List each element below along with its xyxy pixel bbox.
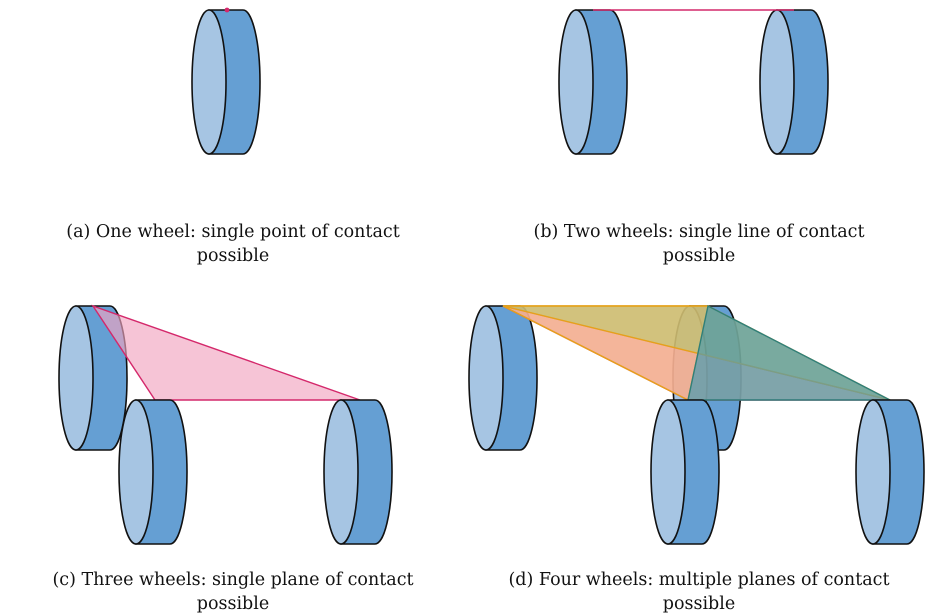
wheel-back-left xyxy=(468,305,538,451)
panel-d-four-wheels xyxy=(468,304,925,545)
caption-a-line2: possible xyxy=(196,246,270,266)
wheel-left xyxy=(558,9,628,155)
contact-point-marker xyxy=(224,7,230,13)
wheel-front-left xyxy=(650,399,720,545)
wheel-front-right xyxy=(855,399,925,545)
contact-plane-4 xyxy=(687,304,891,401)
caption-a: (a) One wheel: single point of contact p… xyxy=(0,220,466,268)
contact-plane xyxy=(91,304,361,401)
caption-d: (d) Four wheels: multiple planes of cont… xyxy=(466,568,932,616)
caption-b-line1: (b) Two wheels: single line of contact xyxy=(533,222,865,242)
panel-a-one-wheel xyxy=(191,7,261,155)
wheel-front-right xyxy=(323,399,393,545)
wheel xyxy=(191,9,261,155)
caption-b: (b) Two wheels: single line of contact p… xyxy=(466,220,932,268)
caption-a-line1: (a) One wheel: single point of contact xyxy=(66,222,400,242)
caption-d-line2: possible xyxy=(662,594,736,614)
caption-c-line2: possible xyxy=(196,594,270,614)
panel-b-two-wheels xyxy=(558,9,829,155)
caption-c-line1: (c) Three wheels: single plane of contac… xyxy=(52,570,414,590)
caption-d-line1: (d) Four wheels: multiple planes of cont… xyxy=(508,570,890,590)
caption-b-line2: possible xyxy=(662,246,736,266)
wheel-front-left xyxy=(118,399,188,545)
caption-c: (c) Three wheels: single plane of contac… xyxy=(0,568,466,616)
wheel-right xyxy=(759,9,829,155)
panel-c-three-wheels xyxy=(58,304,393,545)
